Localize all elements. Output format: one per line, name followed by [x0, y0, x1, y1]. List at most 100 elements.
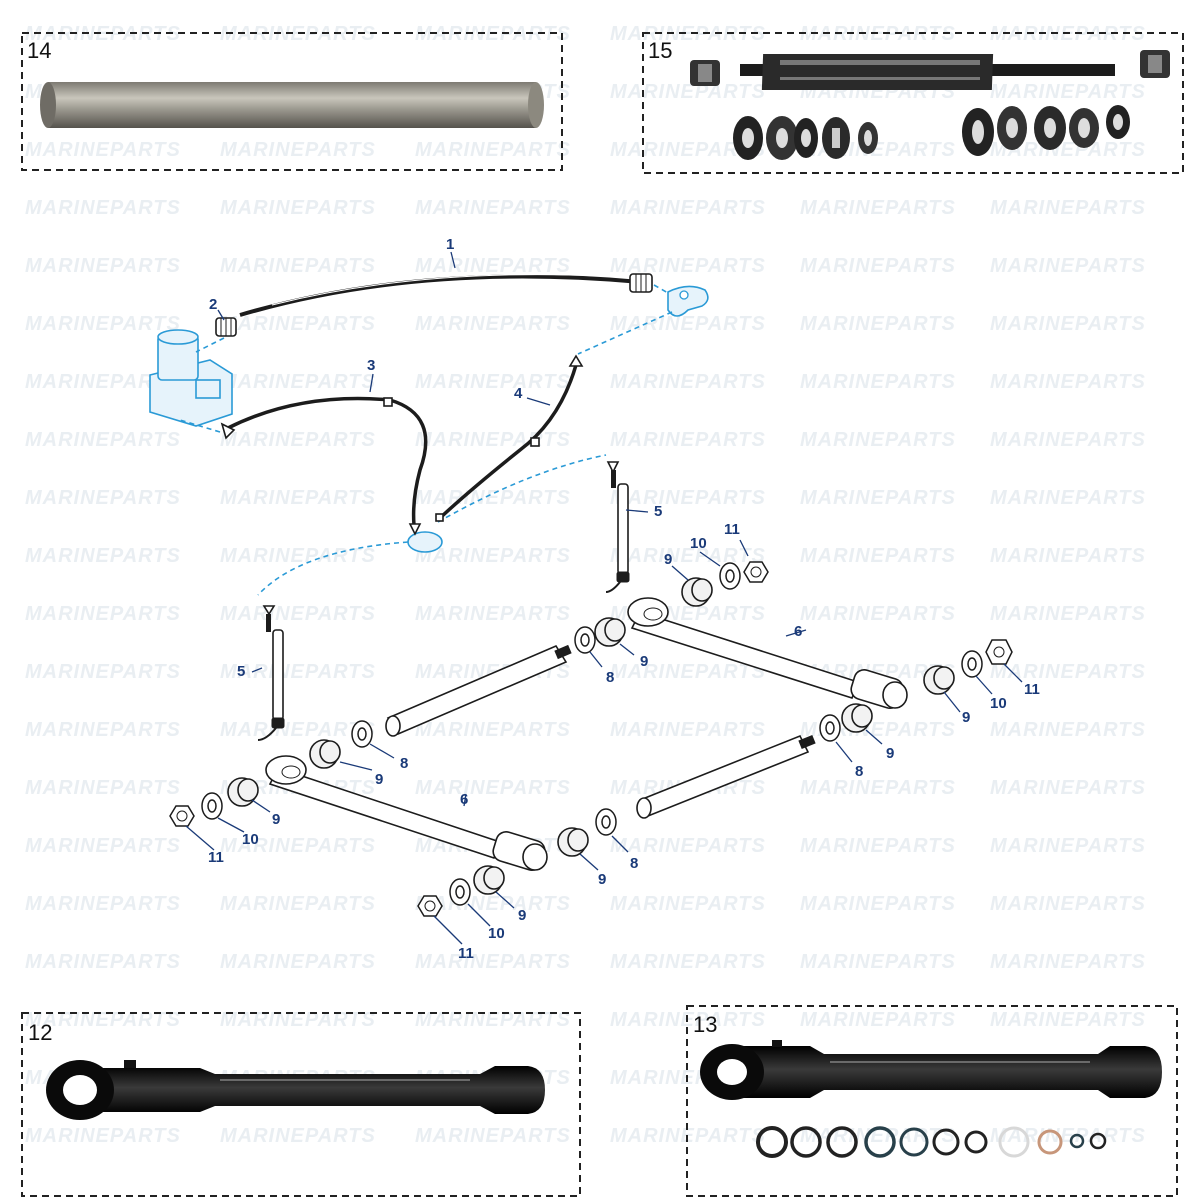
bushing-9[interactable] [227, 777, 259, 807]
washer-10[interactable] [719, 562, 741, 590]
cylinder-rod-6-upper[interactable] [627, 597, 908, 711]
watermark-text: MARINEPARTS [990, 835, 1146, 857]
watermark-text: MARINEPARTS [415, 371, 571, 393]
washer-set[interactable] [201, 562, 983, 906]
callout-6-lower: 6 [460, 791, 468, 808]
watermark-text: MARINEPARTS [610, 313, 766, 335]
watermark-text: MARINEPARTS [800, 255, 956, 277]
watermark-text: MARINEPARTS [25, 255, 181, 277]
watermark-text: MARINEPARTS [990, 371, 1146, 393]
watermark-text: MARINEPARTS [610, 197, 766, 219]
steel-tube[interactable] [40, 82, 544, 128]
bushing-9[interactable] [841, 703, 873, 733]
watermark-text: MARINEPARTS [990, 139, 1146, 161]
cylinder-rod-6-lower[interactable] [265, 755, 548, 873]
callout-2: 2 [209, 296, 217, 313]
watermark-text: MARINEPARTS [800, 487, 956, 509]
piston-shaft[interactable] [740, 54, 1115, 90]
bushing-9[interactable] [923, 665, 955, 695]
watermark-text: MARINEPARTS [25, 371, 181, 393]
pump-unit[interactable] [149, 329, 233, 427]
watermark-text: MARINEPARTS [415, 719, 571, 741]
nut-11[interactable] [169, 805, 195, 827]
hose-4[interactable] [435, 354, 584, 522]
washer-8[interactable] [819, 714, 841, 742]
fitting-nut-2[interactable] [215, 317, 237, 337]
fitting-nut-upper-right[interactable] [629, 273, 653, 293]
bushing-9-set[interactable] [227, 577, 955, 895]
watermark-text: MARINEPARTS [415, 1009, 571, 1031]
box-13: 13 [686, 1005, 1178, 1197]
exploded-view: 1 2 3 4 5 5 6 6 8 8 8 8 9 9 9 9 9 9 9 9 … [149, 236, 1040, 962]
hydraulic-cylinder-12[interactable] [46, 1060, 545, 1120]
watermark-text: MARINEPARTS [220, 661, 376, 683]
watermark-text: MARINEPARTS [990, 1009, 1146, 1031]
watermark-text: MARINEPARTS [220, 139, 376, 161]
o-ring-kit[interactable] [756, 1126, 1107, 1158]
callout-11-b: 11 [1024, 681, 1040, 698]
watermark-text: MARINEPARTS [25, 545, 181, 567]
watermark-text: MARINEPARTS [610, 487, 766, 509]
watermark-text: MARINEPARTS [415, 313, 571, 335]
callout-11-d: 11 [458, 945, 474, 962]
washer-10[interactable] [449, 878, 471, 906]
nut-set[interactable] [169, 561, 1013, 917]
bushing-9[interactable] [473, 865, 505, 895]
nut-11[interactable] [985, 639, 1013, 665]
watermark-text: MARINEPARTS [990, 951, 1146, 973]
washer-8[interactable] [351, 720, 373, 748]
hose-5-left[interactable] [257, 605, 285, 741]
washer-10[interactable] [201, 792, 223, 820]
cylinder-tube-upper[interactable] [385, 644, 572, 737]
callout-11-c: 11 [208, 849, 224, 866]
watermark-text: MARINEPARTS [415, 255, 571, 277]
watermark-text: MARINEPARTS [25, 951, 181, 973]
washer-8[interactable] [574, 626, 596, 654]
hose-3[interactable] [220, 396, 428, 536]
watermark-text: MARINEPARTS [990, 719, 1146, 741]
watermark-text: MARINEPARTS [25, 487, 181, 509]
watermark-text: MARINEPARTS [990, 313, 1146, 335]
nut-11[interactable] [417, 895, 443, 917]
hose-fitting-elbow[interactable] [667, 285, 709, 317]
washer-8[interactable] [595, 808, 617, 836]
watermark-text: MARINEPARTS [610, 893, 766, 915]
bushing-9[interactable] [594, 617, 626, 647]
watermark-text: MARINEPARTS [610, 429, 766, 451]
connection-fitting[interactable] [407, 531, 443, 553]
box-14-number: 14 [27, 38, 51, 63]
watermark-text: MARINEPARTS [990, 777, 1146, 799]
watermark-text: MARINEPARTS [220, 603, 376, 625]
nut-11[interactable] [743, 561, 769, 583]
box-15-frame [642, 32, 1184, 174]
bushing-9[interactable] [557, 827, 589, 857]
cylinder-tube-lower[interactable] [636, 734, 816, 819]
bushing-9[interactable] [309, 739, 341, 769]
watermark-text: MARINEPARTS [800, 603, 956, 625]
callout-11-a: 11 [724, 521, 740, 538]
hose-5-right[interactable] [605, 461, 630, 593]
hose-1[interactable] [239, 274, 641, 317]
end-nut-right[interactable] [1140, 50, 1170, 78]
box-13-frame [686, 1005, 1178, 1197]
watermark-text: MARINEPARTS [415, 139, 571, 161]
watermark-text: MARINEPARTS [25, 429, 181, 451]
washer-10[interactable] [961, 650, 983, 678]
watermark-text: MARINEPARTS [990, 603, 1146, 625]
end-nut-left[interactable] [690, 60, 720, 86]
callout-10-b: 10 [990, 695, 1007, 712]
watermark-text: MARINEPARTS [25, 1125, 181, 1147]
watermark-text: MARINEPARTS [415, 429, 571, 451]
callout-5-left: 5 [237, 663, 245, 680]
watermark-text: MARINEPARTS [610, 719, 766, 741]
watermark-text: MARINEPARTS [220, 545, 376, 567]
seal-kit-right[interactable] [962, 105, 1130, 156]
watermark-text: MARINEPARTS [610, 545, 766, 567]
watermark-text: MARINEPARTS [220, 429, 376, 451]
watermark-text: MARINEPARTS [610, 371, 766, 393]
bushing-9[interactable] [681, 577, 713, 607]
seal-kit-left[interactable] [733, 116, 878, 160]
watermark-text: MARINEPARTS [800, 951, 956, 973]
callout-9-g: 9 [598, 871, 606, 888]
hydraulic-cylinder-13[interactable] [700, 1040, 1162, 1100]
